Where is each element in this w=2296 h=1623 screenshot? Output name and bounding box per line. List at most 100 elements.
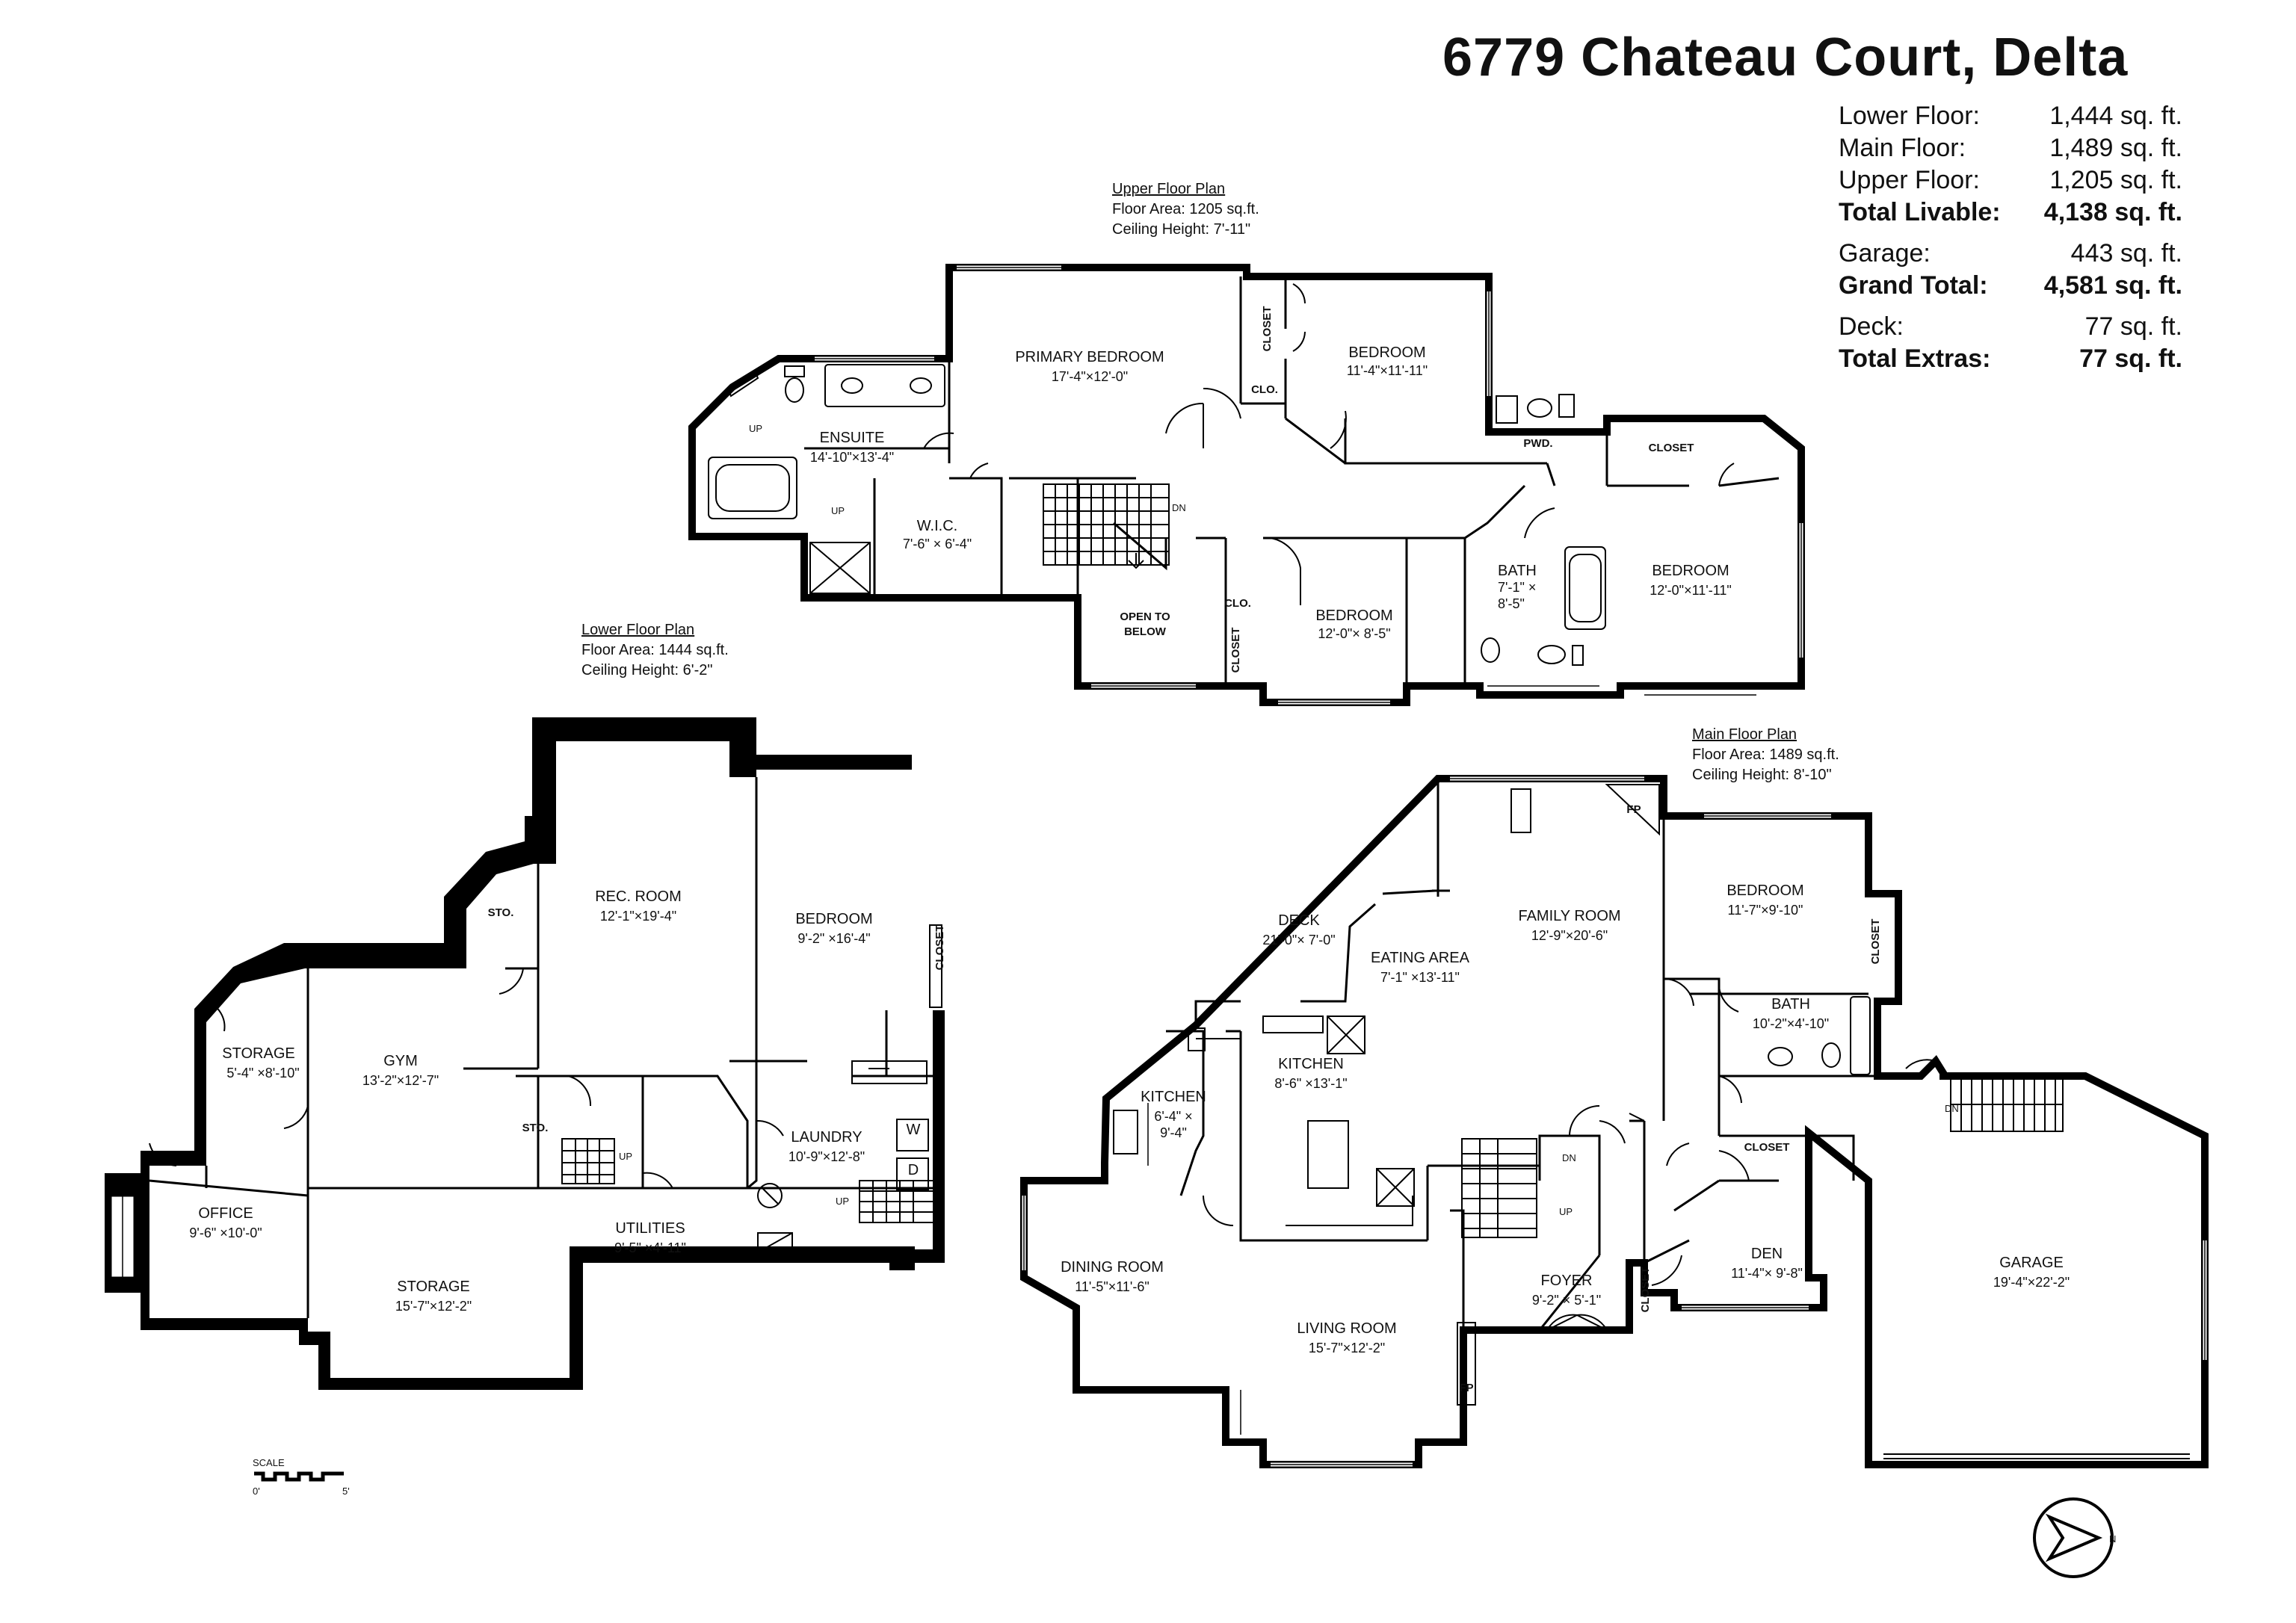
main-kitchen-dim: 8'-6" ×13'-1" — [1274, 1076, 1347, 1091]
upper-plan-area: Floor Area: 1205 sq.ft. — [1112, 201, 1259, 217]
north-compass: N — [2033, 1497, 2116, 1578]
main-dn-marker-1: DN — [1562, 1152, 1576, 1163]
area-row-garage: Garage:443 sq. ft. — [1839, 239, 2182, 268]
lower-plan-ceiling: Ceiling Height: 6'-2" — [581, 662, 713, 678]
main-kitchen-label: KITCHEN — [1278, 1056, 1344, 1072]
garage-door — [1883, 1453, 2190, 1459]
upper-bedroom-3-label: BEDROOM — [1652, 563, 1729, 579]
main-foyer-dim: 9'-2" × 5'-1" — [1532, 1293, 1601, 1308]
main-dn-marker-2: DN — [1945, 1103, 1959, 1114]
lower-laundry-label: LAUNDRY — [791, 1129, 862, 1146]
upper-below-label: BELOW — [1124, 625, 1167, 638]
main-deck-label: DECK — [1278, 912, 1320, 929]
lower-bedroom-label: BEDROOM — [795, 911, 872, 927]
upper-stairs — [1043, 483, 1170, 569]
main-plan-ceiling: Ceiling Height: 8'-10" — [1692, 767, 1832, 783]
upper-open-to-label: OPEN TO — [1120, 610, 1170, 623]
dryer-marker: D — [908, 1162, 919, 1178]
upper-plan-header: Upper Floor Plan Floor Area: 1205 sq.ft.… — [1112, 179, 1259, 240]
upper-closet-b-label: CLOSET — [1229, 628, 1242, 673]
main-fireplace-family-marker: FP — [1626, 803, 1641, 816]
main-eating-area-dim: 7'-1" ×13'-11" — [1380, 970, 1460, 985]
upper-closet-c-label: CLOSET — [1649, 442, 1694, 454]
main-dining-room-label: DINING ROOM — [1061, 1259, 1164, 1276]
main-foyer-label: FOYER — [1541, 1273, 1593, 1289]
lower-gym-dim: 13'-2"×12'-7" — [362, 1073, 439, 1088]
upper-floor-plan: PRIMARY BEDROOM 17'-4"×12'-0" ENSUITE 14… — [688, 264, 1805, 706]
main-dining-room-dim: 11'-5"×11'-6" — [1075, 1279, 1149, 1294]
upper-bedroom-1-dim: 11'-4"×11'-11" — [1347, 363, 1428, 378]
main-doors — [1203, 977, 1937, 1331]
main-bedroom-label: BEDROOM — [1726, 882, 1803, 899]
lower-up-marker-2: UP — [836, 1196, 849, 1207]
upper-plan-title: Upper Floor Plan — [1112, 181, 1226, 197]
upper-windows — [815, 265, 1803, 705]
main-stairs — [1461, 1078, 2064, 1238]
north-marker: N — [2109, 1533, 2116, 1545]
main-windows — [1022, 776, 2207, 1467]
svg-text:0': 0' — [253, 1486, 260, 1497]
lower-gym-label: GYM — [383, 1053, 418, 1069]
lower-storage-b-dim: 15'-7"×12'-2" — [395, 1299, 472, 1314]
property-address-title: 6779 Chateau Court, Delta — [1442, 28, 2129, 87]
lower-rec-room-label: REC. ROOM — [595, 888, 682, 905]
main-garage-dim: 19'-4"×22'-2" — [1993, 1275, 2070, 1290]
scale-bar: SCALE 0' 5' — [253, 1457, 350, 1497]
lower-interior-fill — [149, 741, 933, 1378]
main-plan-header: Main Floor Plan Floor Area: 1489 sq.ft. … — [1692, 725, 1839, 785]
lower-storage-a-label: STORAGE — [222, 1045, 294, 1062]
lower-plan-area: Floor Area: 1444 sq.ft. — [581, 642, 729, 658]
area-row-deck: Deck:77 sq. ft. — [1839, 312, 2182, 341]
upper-plan-ceiling: Ceiling Height: 7'-11" — [1112, 221, 1251, 238]
svg-text:SCALE: SCALE — [253, 1457, 285, 1468]
lower-up-marker-1: UP — [619, 1151, 632, 1162]
lower-sto-b-label: STO. — [522, 1122, 549, 1134]
lower-interior-walls — [149, 777, 933, 1318]
area-row-lower: Lower Floor:1,444 sq. ft. — [1839, 102, 2182, 130]
area-row-grand-total: Grand Total:4,581 sq. ft. — [1839, 271, 2182, 300]
main-family-room-dim: 12'-9"×20'-6" — [1531, 928, 1608, 943]
area-row-main: Main Floor:1,489 sq. ft. — [1839, 134, 2182, 162]
main-living-room-dim: 15'-7"×12'-2" — [1309, 1341, 1385, 1355]
svg-text:5': 5' — [342, 1486, 350, 1497]
main-deck-dim: 21'-0"× 7'-0" — [1262, 933, 1335, 947]
main-bath-label: BATH — [1771, 996, 1810, 1013]
lower-utilities-label: UTILITIES — [615, 1220, 685, 1237]
main-closet-c-label: CLOSET — [1639, 1267, 1652, 1313]
lower-plan-header: Lower Floor Plan Floor Area: 1444 sq.ft.… — [581, 620, 729, 681]
main-bedroom-dim: 11'-7"×9'-10" — [1728, 903, 1803, 918]
upper-clo-a-label: CLO. — [1251, 383, 1278, 396]
upper-bedroom-2-dim: 12'-0"× 8'-5" — [1318, 626, 1390, 641]
upper-primary-bedroom-label: PRIMARY BEDROOM — [1015, 349, 1164, 365]
main-family-room-label: FAMILY ROOM — [1518, 908, 1620, 924]
upper-bath-label: BATH — [1498, 563, 1537, 579]
main-eating-area-label: EATING AREA — [1371, 950, 1470, 966]
lower-fixtures — [561, 924, 942, 1253]
lower-sto-a-label: STO. — [488, 906, 514, 919]
lower-doors — [149, 968, 784, 1189]
upper-bedroom-1-label: BEDROOM — [1348, 344, 1425, 361]
upper-up-marker-2: UP — [831, 505, 845, 516]
upper-bath-dim-2: 8'-5" — [1498, 596, 1525, 611]
lower-rec-room-dim: 12'-1"×19'-4" — [600, 909, 676, 924]
upper-dn-marker: DN — [1172, 502, 1186, 513]
main-outer-wall — [1020, 775, 2209, 1468]
area-row-total-extras: Total Extras:77 sq. ft. — [1839, 344, 2182, 373]
main-living-room-label: LIVING ROOM — [1297, 1320, 1396, 1337]
main-closet-a-label: CLOSET — [1869, 919, 1882, 965]
upper-interior-walls — [803, 268, 1780, 702]
main-bath-dim: 10'-2"×4'-10" — [1753, 1016, 1829, 1031]
upper-bedroom-2-label: BEDROOM — [1315, 608, 1392, 624]
main-interior-walls — [1166, 779, 1877, 1465]
main-kitchen-2-label: KITCHEN — [1141, 1089, 1206, 1105]
lower-office-label: OFFICE — [198, 1205, 253, 1222]
lower-storage-a-dim: 5'-4" ×8'-10" — [226, 1066, 299, 1081]
main-fireplace-living-marker: FP — [1459, 1382, 1473, 1394]
upper-bath-dim-1: 7'-1" × — [1498, 580, 1536, 595]
upper-up-marker-1: UP — [749, 423, 762, 434]
upper-ensuite-dim: 14'-10"×13'-4" — [810, 450, 894, 465]
main-den-label: DEN — [1751, 1246, 1783, 1262]
main-den-dim: 11'-4"× 9'-8" — [1731, 1266, 1803, 1281]
